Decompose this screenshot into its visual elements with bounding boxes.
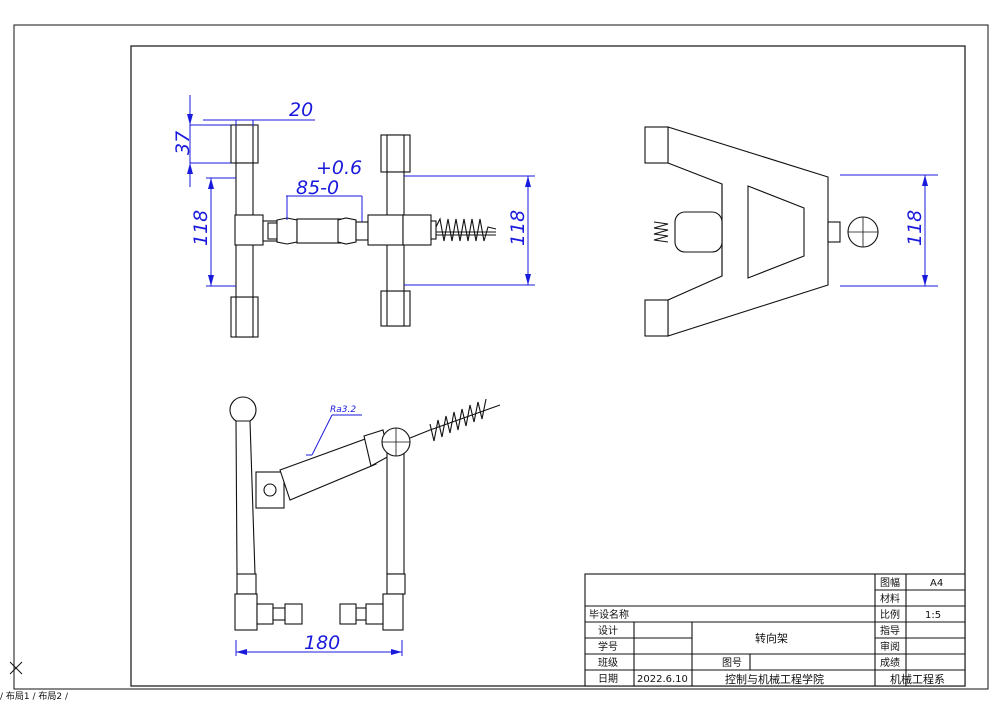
- ucs-icon: [9, 661, 23, 675]
- tb-date-label: 日期: [598, 673, 618, 685]
- dim-20: 20: [289, 99, 313, 121]
- tb-grade-label: 成绩: [880, 656, 900, 669]
- tb-drawing-no-label: 图号: [722, 657, 742, 669]
- front-view-right: [367, 134, 497, 327]
- tb-student-no-label: 学号: [598, 640, 618, 653]
- front-view: [230, 124, 369, 338]
- front-dimensions: 20 37 118 +0.6 85-0 118: [172, 95, 535, 287]
- tb-department: 机械工程系: [890, 672, 945, 686]
- dim-85: 85-0: [296, 177, 339, 199]
- tb-frame-value: A4: [930, 578, 943, 589]
- tb-date-value: 2022.6.10: [637, 674, 688, 685]
- tb-class-label: 班级: [598, 657, 618, 669]
- tb-part-name: 转向架: [755, 631, 788, 645]
- tb-scale-label: 比例: [880, 608, 900, 621]
- inner-frame: [130, 45, 966, 687]
- tb-designer-label: 设计: [598, 624, 618, 637]
- dim-118-right: 118: [904, 210, 926, 246]
- dim-118-mid: 118: [507, 210, 529, 246]
- title-block: 图幅 A4 材料 比例 1:5 毕设名称 设计 学号 班级 日期 2022.6.…: [584, 573, 966, 687]
- tb-material-label: 材料: [880, 592, 900, 605]
- tb-design-name-label: 毕设名称: [589, 608, 629, 621]
- dim-37: 37: [172, 131, 194, 155]
- dim-tolerance: +0.6: [316, 157, 362, 179]
- roughness-symbol: Ra3.2: [330, 405, 356, 415]
- tb-supervisor-label: 指导: [880, 624, 900, 637]
- tb-school: 控制与机械工程学院: [725, 672, 824, 686]
- tb-frame-label: 图幅: [880, 576, 900, 589]
- top-view: Ra3.2 180: [229, 396, 501, 656]
- side-view: 118: [644, 126, 938, 337]
- tb-scale-value: 1:5: [925, 610, 941, 621]
- dim-118-left: 118: [190, 210, 212, 246]
- layout-tabs[interactable]: / 布局1 / 布局2 /: [0, 692, 68, 702]
- tb-review-label: 审阅: [880, 640, 900, 653]
- dim-180: 180: [304, 632, 340, 654]
- outer-frame: [13, 24, 989, 690]
